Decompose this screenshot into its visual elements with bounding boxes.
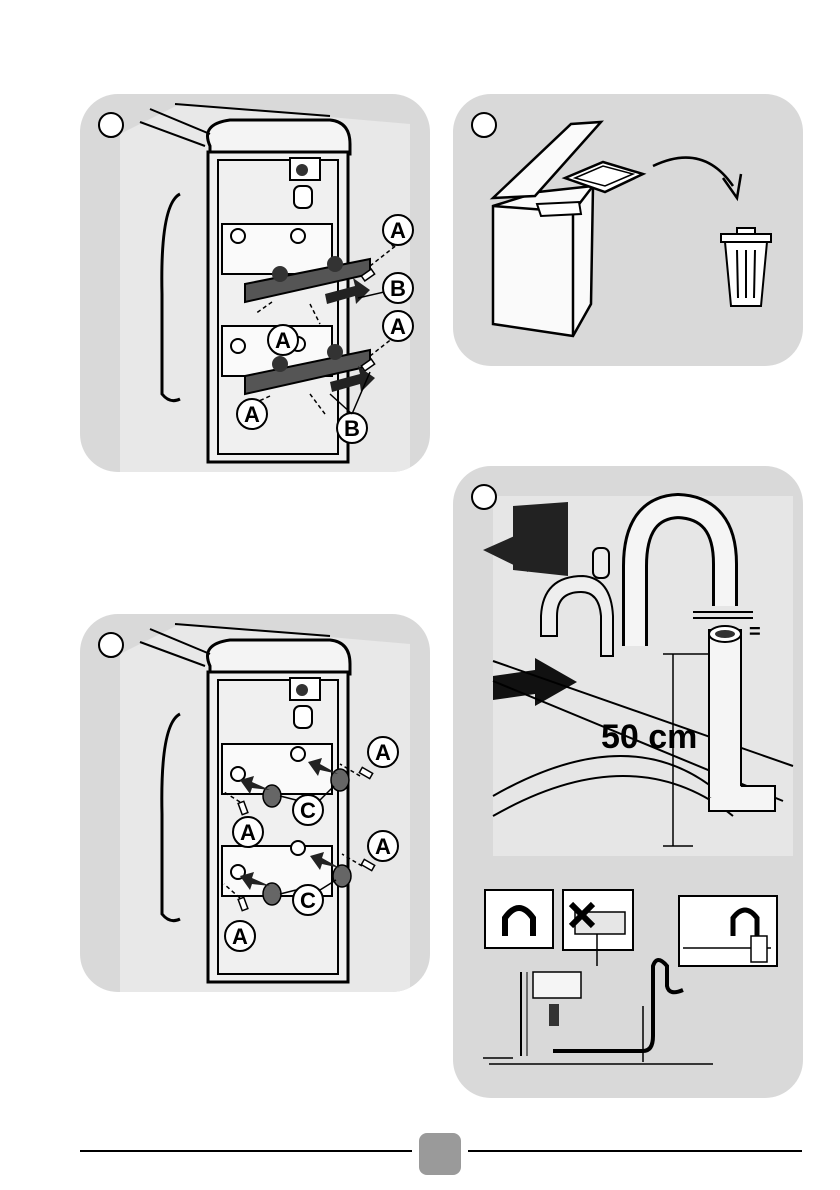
panel-fit-plugs: A C A A C A: [80, 614, 430, 992]
label-a: A: [375, 740, 391, 765]
label-a: A: [390, 314, 406, 339]
step-number-circle: [98, 632, 124, 658]
illustration-discard-lid-insert: [453, 94, 803, 366]
step-number-circle: [471, 112, 497, 138]
label-c: C: [300, 888, 316, 913]
label-c: C: [300, 798, 316, 823]
equal-sign-label: =: [749, 621, 761, 643]
label-a: A: [275, 328, 291, 353]
footer-rule-right: [468, 1150, 802, 1152]
step-number-circle: [471, 484, 497, 510]
illustration-machine-back-brackets: A B A A A B: [80, 94, 430, 472]
label-a: A: [375, 834, 391, 859]
label-b: B: [390, 276, 406, 301]
label-a: A: [390, 218, 406, 243]
label-b: B: [344, 416, 360, 441]
page-number-badge: [419, 1133, 461, 1175]
drain-installation-sketch: [483, 890, 777, 1064]
trash-can-icon: [721, 228, 771, 306]
panel-discard-packaging: [453, 94, 803, 366]
illustration-machine-back-plugs: A C A A C A: [80, 614, 430, 992]
panel-drain-hose: = 50 cm: [453, 466, 803, 1098]
label-a: A: [244, 402, 260, 427]
label-a: A: [240, 820, 256, 845]
label-a: A: [232, 924, 248, 949]
illustration-drain-hose-height: = 50 cm: [453, 466, 803, 1098]
panel-remove-brackets: A B A A A B: [80, 94, 430, 472]
footer-rule-left: [80, 1150, 412, 1152]
step-number-circle: [98, 112, 124, 138]
hose-height-label: 50 cm: [601, 718, 697, 756]
